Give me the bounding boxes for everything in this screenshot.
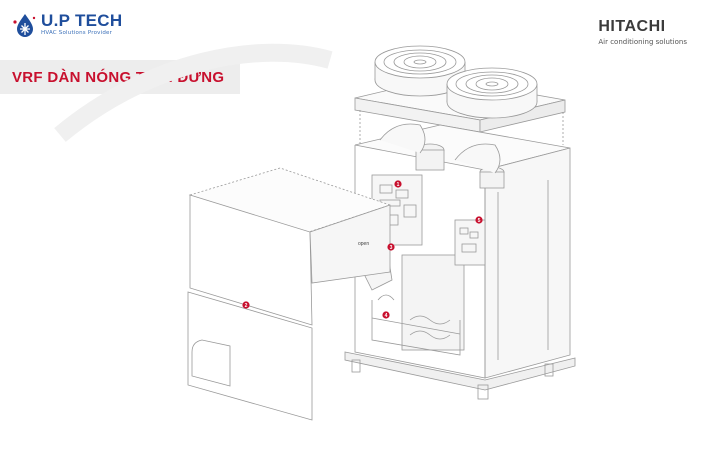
uptech-logo: U.P TECH HVAC Solutions Provider [12,12,122,38]
brand-name: U.P TECH [41,11,123,30]
marker-4: 4 [385,313,388,319]
marker-1: 1 [397,182,400,188]
snowflake-drop-icon [13,14,36,37]
page-title: VRF DÀN NÓNG THỔI ĐỨNG [12,68,225,86]
hitachi-name: HITACHI [598,18,666,35]
marker-3: 3 [390,245,393,251]
hitachi-logo: HITACHI Air conditioning solutions [598,18,687,46]
marker-5: 5 [478,218,481,224]
callout-markers: 1 2 3 4 5 [242,180,483,319]
hitachi-tagline: Air conditioning solutions [598,38,687,46]
marker-2: 2 [245,303,248,309]
brand-tagline: HVAC Solutions Provider [41,30,113,36]
title-banner: VRF DÀN NÓNG THỔI ĐỨNG [0,60,240,94]
open-label: open [358,241,369,247]
